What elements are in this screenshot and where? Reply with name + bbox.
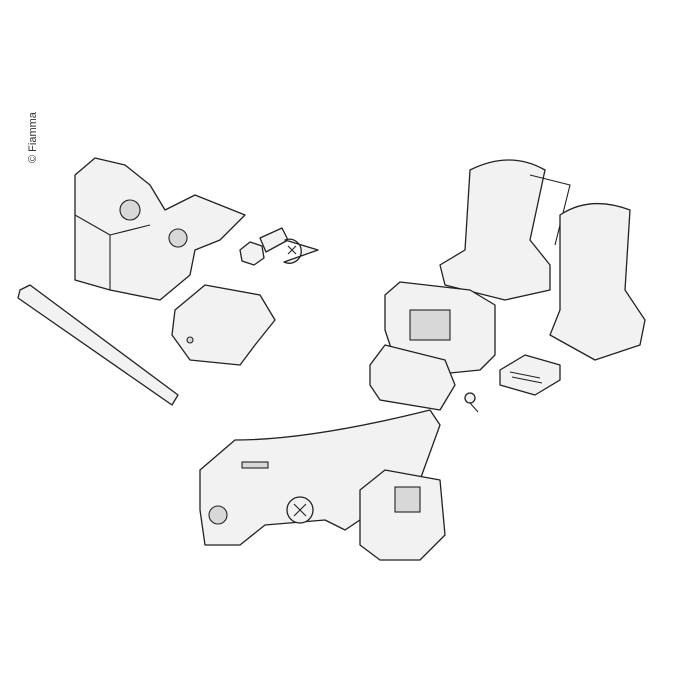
slide-clip: [359, 469, 446, 561]
clip-cover: [369, 344, 456, 411]
locking-plate: [499, 354, 561, 396]
hinge-bracket: [74, 157, 246, 301]
end-cap-block: [171, 284, 276, 366]
bolt-and-nut: [239, 227, 319, 266]
rafter-bracket-left: [439, 159, 571, 301]
allen-key: [17, 284, 179, 406]
rafter-bracket-right: [549, 202, 646, 361]
copyright-text: © Fiamma: [27, 112, 39, 163]
small-screw: [464, 392, 479, 413]
wall-bracket: [199, 409, 441, 546]
